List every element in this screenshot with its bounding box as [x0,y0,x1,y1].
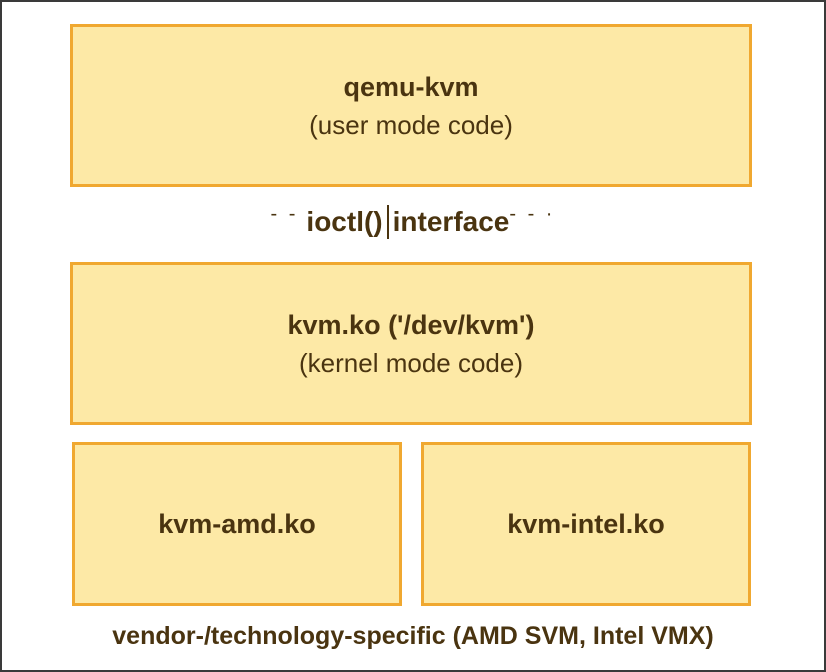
ioctl-label: ioctl() [306,206,383,237]
interface-label: interface [392,206,510,237]
kvm-intel-box: kvm-intel.ko [421,442,751,606]
qemu-kvm-subtitle: (user mode code) [309,109,513,140]
connector-separator [386,205,389,239]
kvm-intel-title: kvm-intel.ko [507,509,665,539]
qemu-kvm-box: qemu-kvm (user mode code) [70,24,752,187]
kvm-ko-title: kvm.ko ('/dev/kvm') [287,309,535,340]
kvm-ko-subtitle: (kernel mode code) [299,347,523,378]
qemu-kvm-title: qemu-kvm [343,71,479,102]
kvm-amd-title: kvm-amd.ko [158,509,316,539]
vendor-specific-caption: vendor-/technology-specific (AMD SVM, In… [112,622,714,650]
kvm-ko-box: kvm.ko ('/dev/kvm') (kernel mode code) [70,262,752,425]
connector-left-dash: - - [270,202,299,225]
connector-right-dash: - - · [509,202,556,225]
ioctl-interface-connector: - - ioctl() interface - - · [0,200,826,244]
kvm-amd-box: kvm-amd.ko [72,442,402,606]
